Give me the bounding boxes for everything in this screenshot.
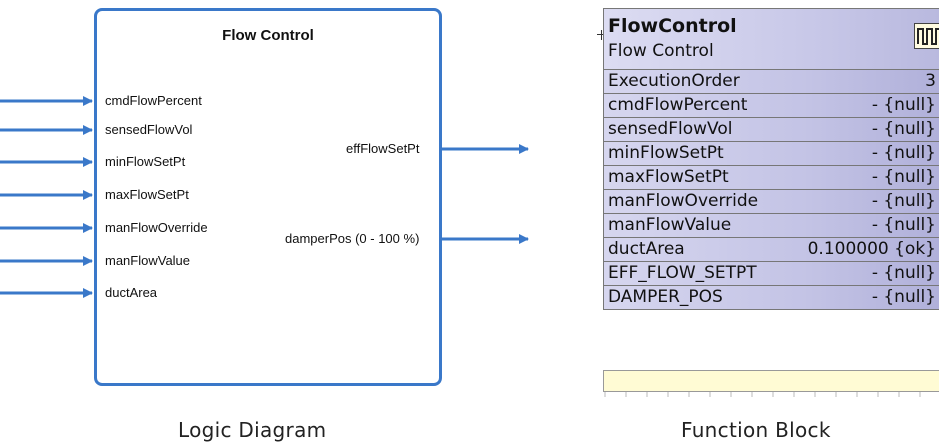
input-label-minflowsetpt: minFlowSetPt <box>105 154 186 169</box>
function-block-subtitle: Flow Control <box>608 41 714 61</box>
property-label: cmdFlowPercent <box>608 95 748 115</box>
input-label-sensedflowvol: sensedFlowVol <box>105 122 193 137</box>
property-value: - {null} <box>871 287 936 307</box>
input-label-cmdflowpercent: cmdFlowPercent <box>105 93 202 108</box>
logic-diagram-caption: Logic Diagram <box>178 418 327 442</box>
property-value: 3 <box>925 71 936 91</box>
property-label: manFlowOverride <box>608 191 759 211</box>
property-row-executionorder[interactable]: ExecutionOrder 3 <box>603 70 939 94</box>
function-block-caption: Function Block <box>681 418 831 442</box>
logic-block-title: Flow Control <box>222 27 314 44</box>
property-row-minflowsetpt[interactable]: minFlowSetPt - {null} <box>603 142 939 166</box>
property-row-maxflowsetpt[interactable]: maxFlowSetPt - {null} <box>603 166 939 190</box>
property-value: - {null} <box>871 167 936 187</box>
property-row-sensedflowvol[interactable]: sensedFlowVol - {null} <box>603 118 939 142</box>
function-block-properties: ExecutionOrder 3 cmdFlowPercent - {null}… <box>603 70 939 310</box>
function-block-footer <box>603 370 939 392</box>
input-label-manflowvalue: manFlowValue <box>105 253 191 268</box>
property-label: maxFlowSetPt <box>608 167 729 187</box>
property-row-damper-pos[interactable]: DAMPER_POS - {null} <box>603 286 939 310</box>
logic-block: Flow Control <box>94 8 442 386</box>
property-value: - {null} <box>871 215 936 235</box>
output-label-damperpos: damperPos (0 - 100 %) <box>285 231 420 246</box>
property-label: DAMPER_POS <box>608 287 723 307</box>
property-label: manFlowValue <box>608 215 732 235</box>
input-label-manflowoverride: manFlowOverride <box>105 220 208 235</box>
function-block[interactable]: FlowControl Flow Control ExecutionOrder … <box>597 8 939 397</box>
property-row-manflowvalue[interactable]: manFlowValue - {null} <box>603 214 939 238</box>
property-label: EFF_FLOW_SETPT <box>608 263 757 283</box>
property-row-ductarea[interactable]: ductArea 0.100000 {ok} <box>603 238 939 262</box>
property-value: - {null} <box>871 263 936 283</box>
function-block-name: FlowControl <box>608 15 737 37</box>
property-row-manflowoverride[interactable]: manFlowOverride - {null} <box>603 190 939 214</box>
property-value: 0.100000 {ok} <box>807 239 936 259</box>
property-label: minFlowSetPt <box>608 143 724 163</box>
property-value: - {null} <box>871 191 936 211</box>
connector-pin-tick <box>601 30 602 40</box>
property-value: - {null} <box>871 143 936 163</box>
property-value: - {null} <box>871 119 936 139</box>
function-block-header[interactable]: FlowControl Flow Control <box>603 8 939 70</box>
property-row-cmdflowpercent[interactable]: cmdFlowPercent - {null} <box>603 94 939 118</box>
pulse-wave-icon <box>914 23 939 49</box>
property-label: ExecutionOrder <box>608 71 740 91</box>
property-row-eff-flow-setpt[interactable]: EFF_FLOW_SETPT - {null} <box>603 262 939 286</box>
output-label-effflowsetpt: effFlowSetPt <box>346 141 420 156</box>
property-value: - {null} <box>871 95 936 115</box>
input-label-ductarea: ductArea <box>105 285 158 300</box>
property-label: sensedFlowVol <box>608 119 733 139</box>
ruler-ticks <box>604 392 921 397</box>
input-label-maxflowsetpt: maxFlowSetPt <box>105 187 189 202</box>
property-label: ductArea <box>608 239 685 259</box>
